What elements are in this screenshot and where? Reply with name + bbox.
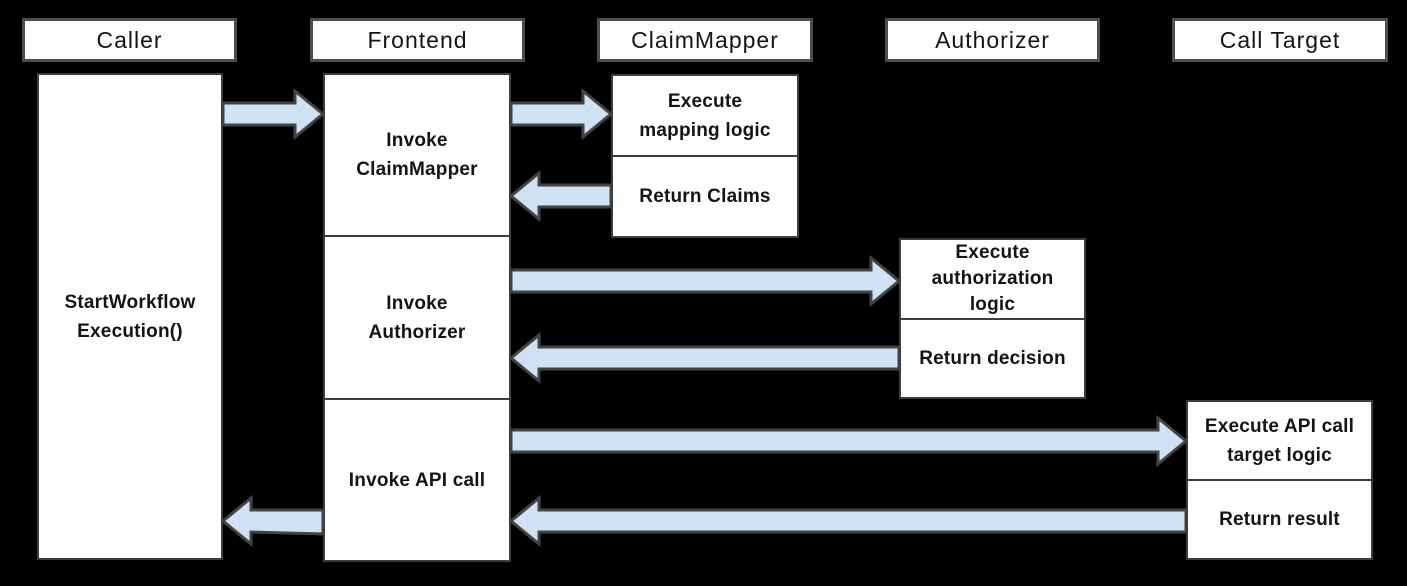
frontend-step-invoke-authorizer-label: Invoke Authorizer	[368, 292, 466, 343]
caller-activation-box: StartWorkflow Execution()	[37, 73, 223, 560]
arrow-caller-to-frontend	[221, 87, 326, 141]
arrow-frontend-to-claimmapper	[509, 87, 614, 141]
lane-header-authorizer: Authorizer	[885, 18, 1100, 62]
lane-header-frontend: Frontend	[310, 18, 525, 62]
caller-step-label: StartWorkflow Execution()	[64, 291, 196, 342]
arrow-frontend-to-authorizer	[509, 254, 902, 308]
calltarget-step-return-result-label: Return result	[1219, 509, 1340, 530]
claimmapper-step-return-claims-label: Return Claims	[639, 186, 771, 207]
frontend-activation-box: Invoke ClaimMapper Invoke Authorizer Inv…	[323, 73, 511, 562]
claimmapper-step-execute-mapping-logic: Execute mapping logic	[613, 76, 797, 155]
lane-header-calltarget: Call Target	[1172, 18, 1388, 62]
lane-header-claimmapper-label: ClaimMapper	[631, 26, 779, 53]
claimmapper-step-return-claims: Return Claims	[613, 155, 797, 236]
authorizer-step-return-decision: Return decision	[901, 318, 1084, 397]
arrow-authorizer-to-frontend	[508, 331, 901, 385]
lane-header-calltarget-label: Call Target	[1219, 26, 1341, 53]
lane-header-authorizer-label: Authorizer	[935, 26, 1050, 53]
arrow-calltarget-to-frontend	[508, 494, 1188, 548]
claimmapper-step-execute-mapping-logic-label: Execute mapping logic	[639, 90, 771, 141]
frontend-step-invoke-api-call: Invoke API call	[325, 398, 509, 560]
authorizer-box: Execute authorization logic Return decis…	[899, 238, 1086, 399]
frontend-step-invoke-claimmapper: Invoke ClaimMapper	[325, 75, 509, 235]
authorizer-step-execute-authorization-logic-label: Execute authorization logic	[931, 242, 1054, 315]
calltarget-step-return-result: Return result	[1188, 479, 1371, 558]
frontend-step-invoke-claimmapper-label: Invoke ClaimMapper	[356, 130, 478, 180]
calltarget-step-execute-api-call-target-logic-label: Execute API call target logic	[1204, 415, 1355, 466]
arrow-claimmapper-to-frontend	[508, 169, 613, 223]
frontend-step-invoke-authorizer: Invoke Authorizer	[325, 235, 509, 398]
caller-step-startworkflowexecution: StartWorkflow Execution()	[39, 75, 221, 558]
claimmapper-box: Execute mapping logic Return Claims	[611, 74, 799, 238]
arrow-frontend-to-caller	[220, 494, 325, 548]
lane-header-claimmapper: ClaimMapper	[597, 18, 813, 62]
lane-header-caller: Caller	[22, 18, 237, 62]
calltarget-step-execute-api-call-target-logic: Execute API call target logic	[1188, 402, 1371, 479]
lane-header-caller-label: Caller	[96, 26, 163, 53]
authorizer-step-return-decision-label: Return decision	[919, 348, 1066, 369]
lane-header-frontend-label: Frontend	[367, 26, 468, 53]
authorizer-step-execute-authorization-logic: Execute authorization logic	[901, 240, 1084, 318]
calltarget-box: Execute API call target logic Return res…	[1186, 400, 1373, 560]
arrow-frontend-to-calltarget	[509, 414, 1189, 468]
frontend-step-invoke-api-call-label: Invoke API call	[348, 469, 486, 491]
